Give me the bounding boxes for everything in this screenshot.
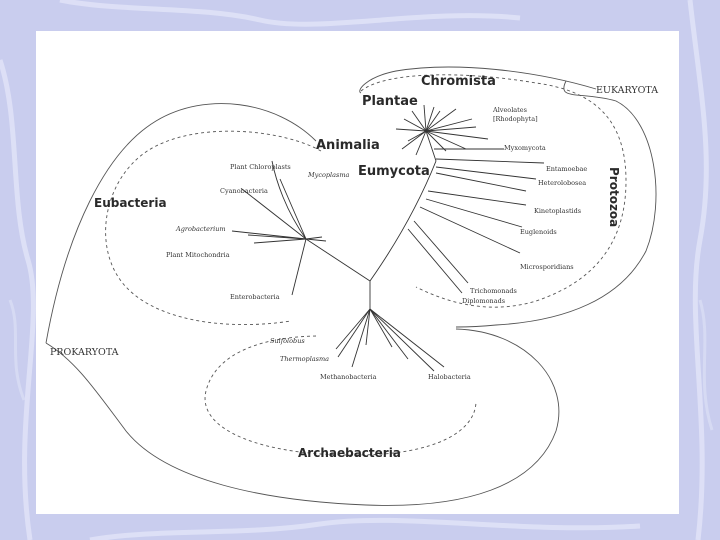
- taxon-microsporidians: Microsporidians: [520, 263, 574, 271]
- kingdom-plantae: Plantae: [362, 94, 418, 109]
- prokaryota-upper-boundary: [46, 104, 316, 343]
- taxon-cyanobacteria: Cyanobacteria: [220, 187, 268, 195]
- taxon-rhodophyta: [Rhodophyta]: [493, 115, 538, 123]
- kingdom-animalia: Animalia: [316, 138, 380, 153]
- taxon-diplomonads: Diplomonads: [462, 297, 505, 305]
- phylogenetic-tree: [232, 105, 544, 371]
- taxon-halobacteria: Halobacteria: [428, 373, 471, 381]
- domain-prokaryota: PROKARYOTA: [50, 347, 119, 358]
- kingdom-archaebacteria: Archaebacteria: [298, 446, 401, 460]
- taxon-plant-chloroplasts: Plant Chloroplasts: [230, 163, 291, 171]
- taxon-agrobacterium: Agrobacterium: [175, 225, 226, 233]
- taxon-euglenoids: Euglenoids: [520, 228, 557, 236]
- kingdom-eumycota: Eumycota: [358, 164, 430, 179]
- domain-eukaryota: EUKARYOTA: [596, 85, 658, 96]
- tree-of-life-diagram: Chromista Plantae Animalia Eumycota Euba…: [36, 31, 679, 514]
- taxon-alveolates: Alveolates: [492, 106, 527, 114]
- taxon-myxomycota: Myxomycota: [504, 144, 546, 152]
- taxon-enterobacteria: Enterobacteria: [230, 293, 280, 301]
- kingdom-chromista: Chromista: [421, 74, 496, 89]
- taxon-heterolobosea: Heterolobosea: [538, 179, 586, 187]
- kingdom-eubacteria: Eubacteria: [94, 196, 167, 210]
- taxon-thermoplasma: Thermoplasma: [280, 355, 329, 363]
- taxon-entamoebae: Entamoebae: [546, 165, 587, 173]
- taxon-plant-mitochondria: Plant Mitochondria: [166, 251, 230, 259]
- diagram-panel: Chromista Plantae Animalia Eumycota Euba…: [36, 31, 679, 514]
- kingdom-protozoa: Protozoa: [607, 167, 621, 227]
- taxon-trichomonads: Trichomonads: [470, 287, 517, 295]
- taxon-sulfolobus: Sulfolobus: [270, 337, 305, 345]
- taxon-mycoplasma: Mycoplasma: [307, 171, 349, 179]
- taxon-kinetoplastids: Kinetoplastids: [534, 207, 581, 215]
- taxon-methanobacteria: Methanobacteria: [320, 373, 377, 381]
